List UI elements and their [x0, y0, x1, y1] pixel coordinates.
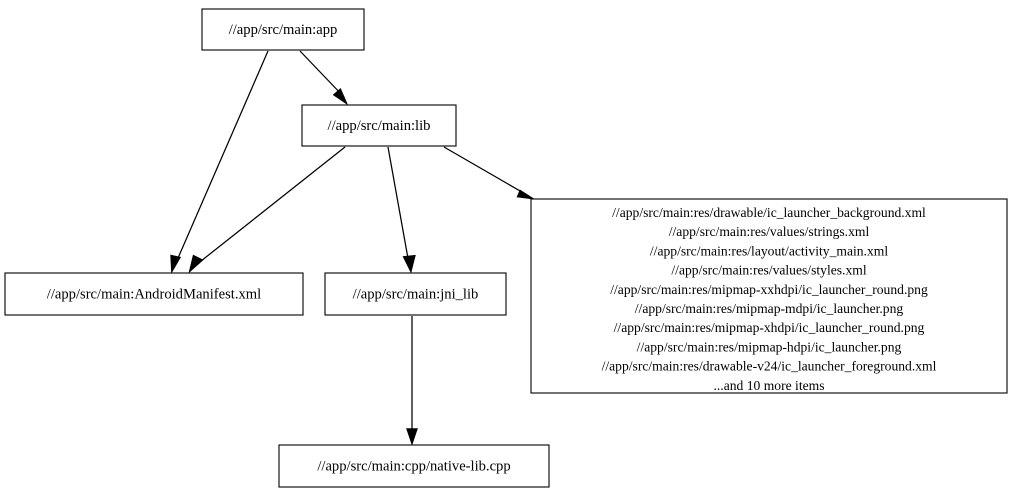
edge-line [299, 50, 345, 98]
edge-app-to-manifest [170, 50, 269, 274]
node-androidmanifest[interactable]: //app/src/main:AndroidManifest.xml [4, 272, 304, 316]
edge-app-to-lib [299, 50, 349, 106]
node-label: //app/src/main:jni_lib [353, 286, 479, 302]
node-box[interactable] [4, 272, 304, 316]
node-box[interactable] [201, 8, 365, 51]
edge-line [443, 146, 528, 196]
node-label-line: //app/src/main:res/drawable/ic_launcher_… [612, 205, 926, 220]
node-app[interactable]: //app/src/main:app [201, 8, 365, 51]
node-label-line: //app/src/main:res/values/styles.xml [671, 263, 866, 278]
edge-lib-to-manifest [188, 146, 346, 274]
node-label-line: //app/src/main:res/values/strings.xml [669, 224, 870, 239]
node-lib[interactable]: //app/src/main:lib [301, 104, 457, 147]
edge-lib-to-jni_lib [387, 146, 416, 274]
node-label: //app/src/main:lib [328, 118, 431, 134]
node-jni-lib[interactable]: //app/src/main:jni_lib [324, 272, 507, 316]
node-box[interactable] [278, 444, 550, 488]
arrowhead-icon [170, 254, 182, 274]
node-box[interactable] [301, 104, 457, 147]
node-label-line: //app/src/main:res/mipmap-xhdpi/ic_launc… [614, 320, 925, 335]
arrowhead-icon [332, 88, 349, 106]
node-label-line: //app/src/main:res/mipmap-mdpi/ic_launch… [635, 301, 904, 316]
arrowhead-icon [402, 254, 416, 274]
edge-line [195, 146, 346, 266]
node-box[interactable] [530, 198, 1008, 394]
edge-jni_lib-to-native_lib [406, 316, 418, 446]
edge-line [387, 146, 410, 265]
node-label-line: ...and 10 more items [714, 378, 825, 393]
node-label: //app/src/main:cpp/native-lib.cpp [317, 458, 510, 474]
node-resources-group[interactable]: //app/src/main:res/drawable/ic_launcher_… [530, 198, 1008, 394]
edge-layer [170, 50, 535, 446]
node-box[interactable] [324, 272, 507, 316]
node-label-line: //app/src/main:res/drawable-v24/ic_launc… [602, 359, 937, 374]
node-label: //app/src/main:app [229, 22, 338, 38]
arrowhead-icon [188, 254, 204, 274]
arrowhead-icon [406, 428, 418, 446]
node-label-line: //app/src/main:res/mipmap-hdpi/ic_launch… [637, 339, 902, 354]
edge-lib-to-resources [443, 146, 535, 200]
node-layer: //app/src/main:app //app/src/main:lib //… [4, 8, 1008, 488]
node-label: //app/src/main:AndroidManifest.xml [47, 286, 261, 302]
edge-line [174, 50, 269, 266]
node-label-line: //app/src/main:res/layout/activity_main.… [650, 243, 888, 258]
node-native-lib-cpp[interactable]: //app/src/main:cpp/native-lib.cpp [278, 444, 550, 488]
arrowhead-icon [516, 189, 535, 200]
node-label-line: //app/src/main:res/mipmap-xxhdpi/ic_laun… [610, 282, 928, 297]
